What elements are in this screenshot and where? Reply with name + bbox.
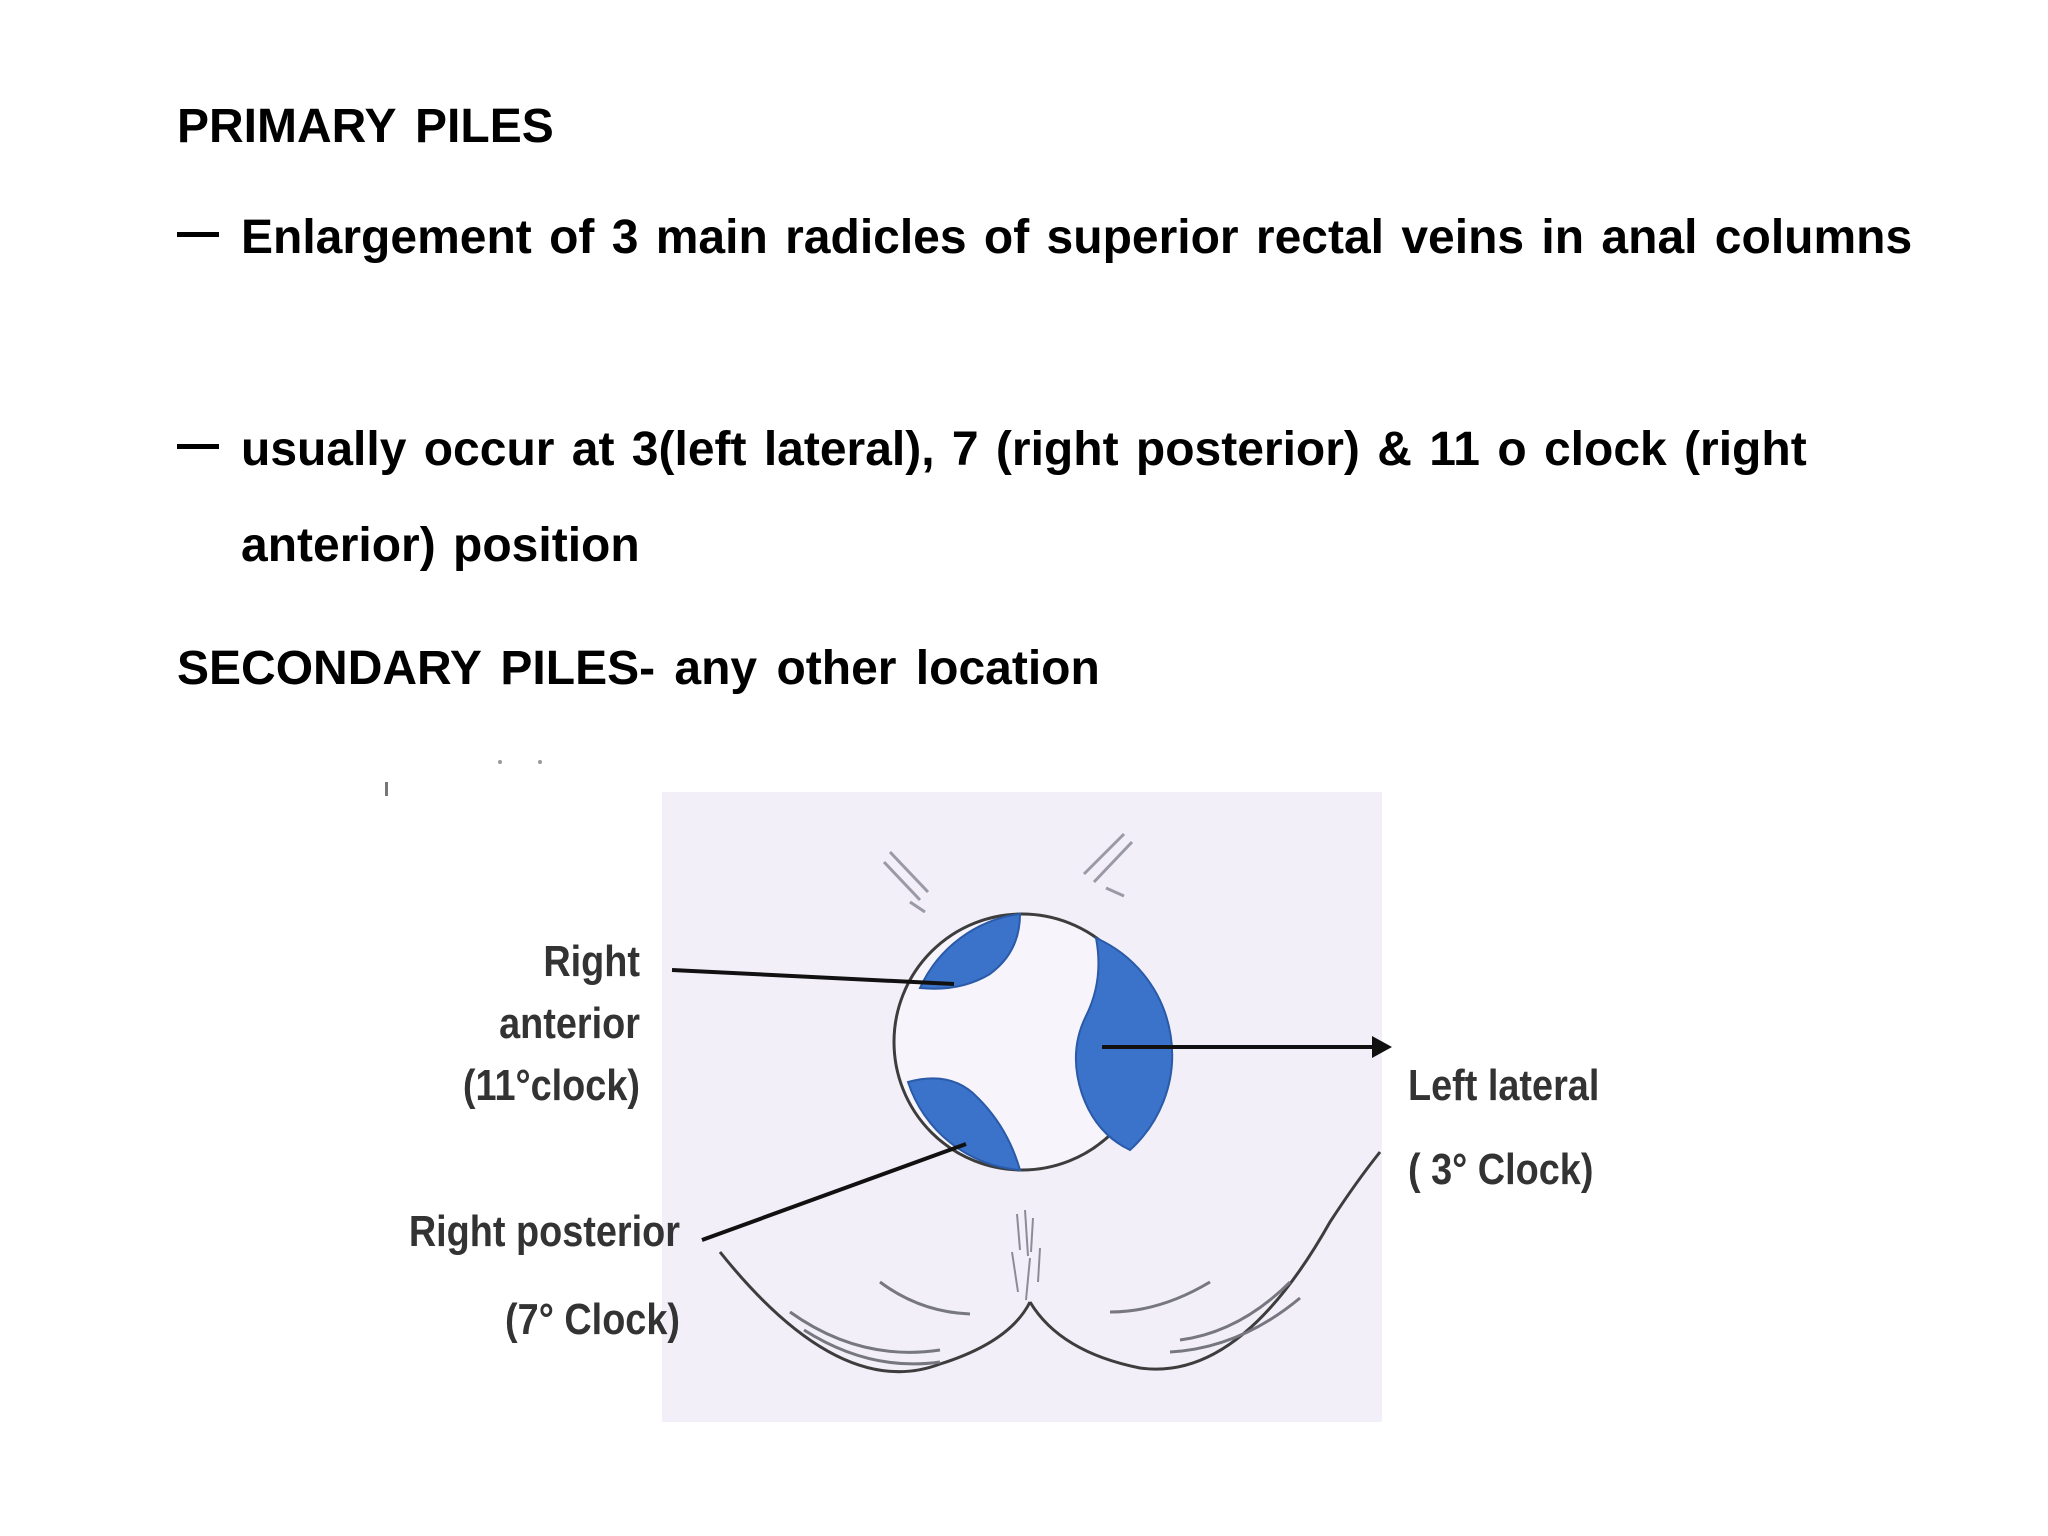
slide-text-area: PRIMARY PILES Enlargement of 3 main radi… <box>0 0 2048 700</box>
label-left-lateral-line2: ( 3° Clock) <box>1408 1145 1594 1194</box>
bullet-text: Enlargement of 3 main radicles of superi… <box>241 211 1913 264</box>
leader-right-anterior <box>671 968 955 986</box>
anal-canal-illustration <box>385 760 1392 1422</box>
bullet-text: usually occur at 3(left lateral), 7 (rig… <box>241 423 1807 572</box>
upper-hatch-marks <box>882 832 1134 914</box>
pile-right-anterior <box>918 912 1022 990</box>
label-left-lateral: Left lateral ( 3° Clock) <box>1408 1064 1640 1192</box>
pile-right-posterior <box>906 1077 1022 1172</box>
arrowhead-icon <box>1372 1036 1392 1058</box>
lower-hatch-marks <box>1011 1209 1041 1301</box>
piles-position-diagram: Right anterior (11°clock) Right posterio… <box>380 752 1640 1432</box>
dash-bullet-icon <box>177 444 219 449</box>
leader-right-posterior <box>701 1142 967 1242</box>
buttock-inner-curves <box>789 1280 1301 1366</box>
dash-bullet-icon <box>177 232 219 237</box>
label-right-anterior: Right anterior (11°clock) <box>380 940 640 1108</box>
label-right-posterior: Right posterior (7° Clock) <box>360 1210 680 1342</box>
label-right-posterior-line2: (7° Clock) <box>505 1295 680 1344</box>
buttock-outline <box>718 1151 1382 1374</box>
label-right-anterior-line3: (11°clock) <box>462 1061 640 1110</box>
label-right-anterior-line2: anterior <box>499 999 640 1048</box>
piles-lobes <box>906 912 1174 1172</box>
primary-piles-heading: PRIMARY PILES <box>177 100 554 153</box>
secondary-piles-heading: SECONDARY PILES- any other location <box>177 642 1100 695</box>
label-right-posterior-line1: Right posterior <box>408 1207 680 1256</box>
pile-left-lateral <box>1074 936 1174 1152</box>
leader-lines <box>671 968 1374 1242</box>
label-left-lateral-line1: Left lateral <box>1408 1061 1600 1110</box>
label-right-anterior-line1: Right <box>543 937 640 986</box>
